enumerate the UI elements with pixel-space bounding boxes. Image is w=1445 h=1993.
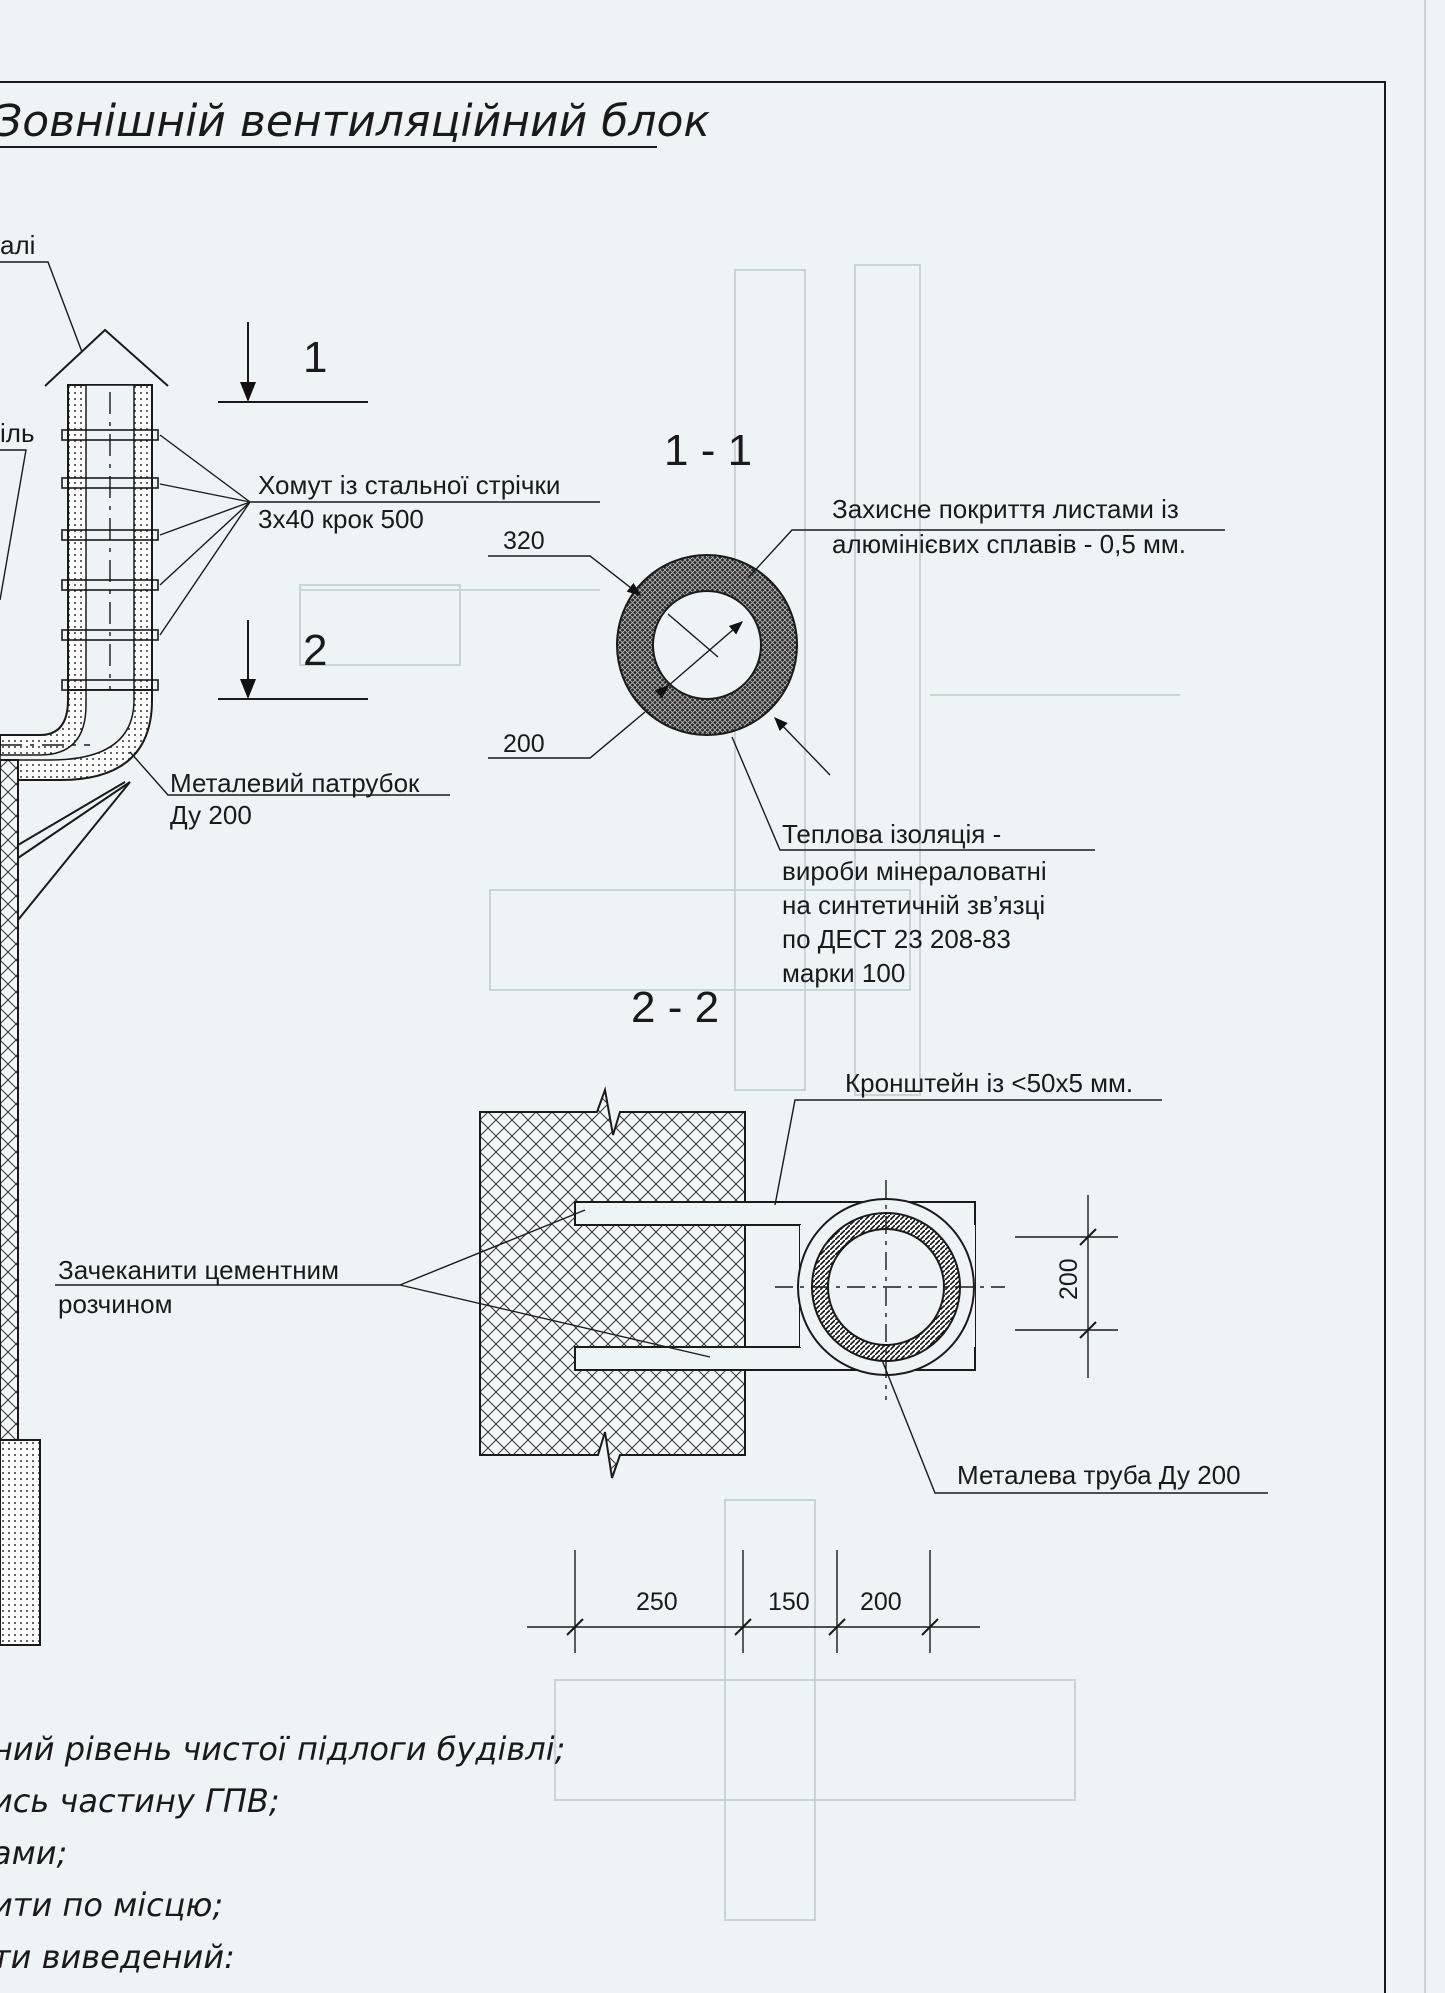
support-bracket bbox=[17, 781, 131, 921]
dim-200: 200 bbox=[860, 1588, 902, 1616]
note-5: ти виведений: bbox=[0, 1938, 235, 1976]
section-1-1-heading: 1 - 1 bbox=[664, 426, 752, 475]
clamp-leaders bbox=[159, 434, 600, 636]
inner-dim-arrow bbox=[654, 621, 744, 699]
dim-vertical: 200 bbox=[1015, 1195, 1118, 1378]
tube-label: Металева труба Ду 200 bbox=[957, 1460, 1241, 1490]
insulation-leader bbox=[731, 736, 1095, 851]
section-marker-2: 2 bbox=[218, 620, 368, 700]
caulk-line1: Зачеканити цементним bbox=[58, 1255, 339, 1285]
insul-line2: вироби мінераловатні bbox=[782, 856, 1047, 886]
support-bracket-inner bbox=[17, 781, 126, 846]
section-marker-1: 1 bbox=[218, 322, 368, 403]
section-marker-1-label: 1 bbox=[303, 333, 327, 382]
insulation-arrow bbox=[774, 716, 831, 776]
section-2-2: 2 - 2 Кронштейн із <50х5 мм. Зачеканити … bbox=[55, 983, 1268, 1653]
wall-base bbox=[0, 1439, 41, 1646]
cover-outer bbox=[616, 554, 798, 736]
dim-250: 250 bbox=[636, 1588, 678, 1616]
cover-leader bbox=[747, 529, 1225, 579]
sheet-frame bbox=[0, 81, 1386, 1993]
clamp-label-line1: Хомут із стальної стрічки bbox=[258, 470, 560, 500]
note-2: ись частину ГПВ; bbox=[0, 1782, 280, 1820]
insul-line3: на синтетичній зв’язці bbox=[782, 890, 1045, 920]
outer-dim-leader bbox=[488, 555, 642, 596]
clamp-label-line2: 3х40 крок 500 bbox=[258, 504, 424, 534]
page-title: Зовнішній вентиляційний блок bbox=[0, 96, 710, 147]
insulation-ring bbox=[617, 555, 797, 735]
insul-line1: Теплова ізоляція - bbox=[782, 819, 1001, 849]
section-1-1: 1 - 1 320 200 Захисне покриття листами і… bbox=[488, 426, 1225, 988]
pipe-leader bbox=[129, 751, 450, 796]
note-3: ами; bbox=[0, 1834, 67, 1872]
insul-line5: марки 100 bbox=[782, 958, 905, 988]
dim-vertical-label: 200 bbox=[1055, 1258, 1083, 1300]
cap-label: алі bbox=[0, 230, 35, 260]
clamps bbox=[61, 429, 159, 691]
dim-150: 150 bbox=[768, 1588, 810, 1616]
pipe-inner bbox=[652, 590, 762, 700]
left-leader bbox=[0, 449, 27, 601]
tube-leader bbox=[881, 1359, 1268, 1494]
inner-dim: 200 bbox=[503, 730, 545, 758]
cover-line1: Захисне покриття листами із bbox=[832, 494, 1179, 524]
left-label: іль bbox=[0, 418, 35, 448]
bracket-leader bbox=[774, 1099, 1162, 1206]
note-4: ити по місцю; bbox=[0, 1886, 223, 1924]
outer-dim: 320 bbox=[503, 527, 545, 555]
pipe-label-line1: Металевий патрубок bbox=[170, 768, 420, 798]
insul-line4: по ДЕСТ 23 208-83 bbox=[782, 924, 1011, 954]
pipe-label-line2: Ду 200 bbox=[170, 800, 252, 830]
show-through-ghost bbox=[299, 264, 1180, 1921]
notes: ний рівень чистої підлоги будівлі; ись ч… bbox=[0, 1730, 565, 1976]
section-2-2-heading: 2 - 2 bbox=[631, 983, 719, 1032]
cap-leader bbox=[0, 261, 83, 353]
caulk-leader-2 bbox=[399, 1284, 711, 1358]
caulk-leader-1 bbox=[399, 1209, 586, 1286]
cover-line2: алюмінієвих сплавів - 0,5 мм. bbox=[832, 529, 1186, 559]
section-marker-2-label: 2 bbox=[303, 626, 327, 675]
inner-dim-axis bbox=[667, 613, 719, 658]
dim-chain: 250 150 200 bbox=[527, 1550, 980, 1653]
inner-dim-leader bbox=[488, 711, 646, 759]
note-1: ний рівень чистої підлоги будівлі; bbox=[0, 1730, 565, 1768]
caulk-line2: розчином bbox=[58, 1289, 172, 1319]
wall-block bbox=[479, 1086, 746, 1479]
elevation-view: Хомут із стальної стрічки 3х40 крок 500 … bbox=[0, 230, 600, 1646]
pipe-elbow-core bbox=[0, 689, 135, 761]
cap-roof bbox=[44, 328, 169, 387]
bracket-label: Кронштейн із <50х5 мм. bbox=[845, 1068, 1133, 1098]
